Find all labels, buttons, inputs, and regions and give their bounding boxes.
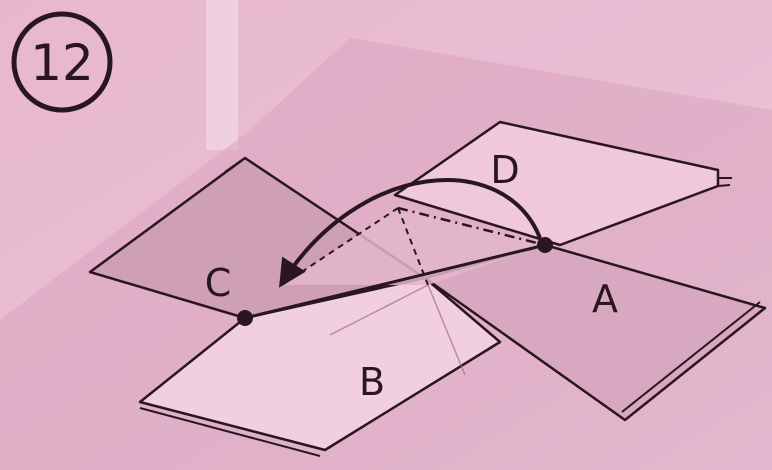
step-number: 12 bbox=[30, 34, 94, 92]
label-a: A bbox=[592, 277, 618, 321]
label-d: D bbox=[490, 148, 519, 192]
label-c: C bbox=[205, 261, 232, 305]
pivot-dot-icon bbox=[537, 237, 553, 253]
background-pillar bbox=[206, 0, 238, 150]
pivot-dot-icon bbox=[237, 310, 253, 326]
label-b: B bbox=[359, 360, 385, 404]
